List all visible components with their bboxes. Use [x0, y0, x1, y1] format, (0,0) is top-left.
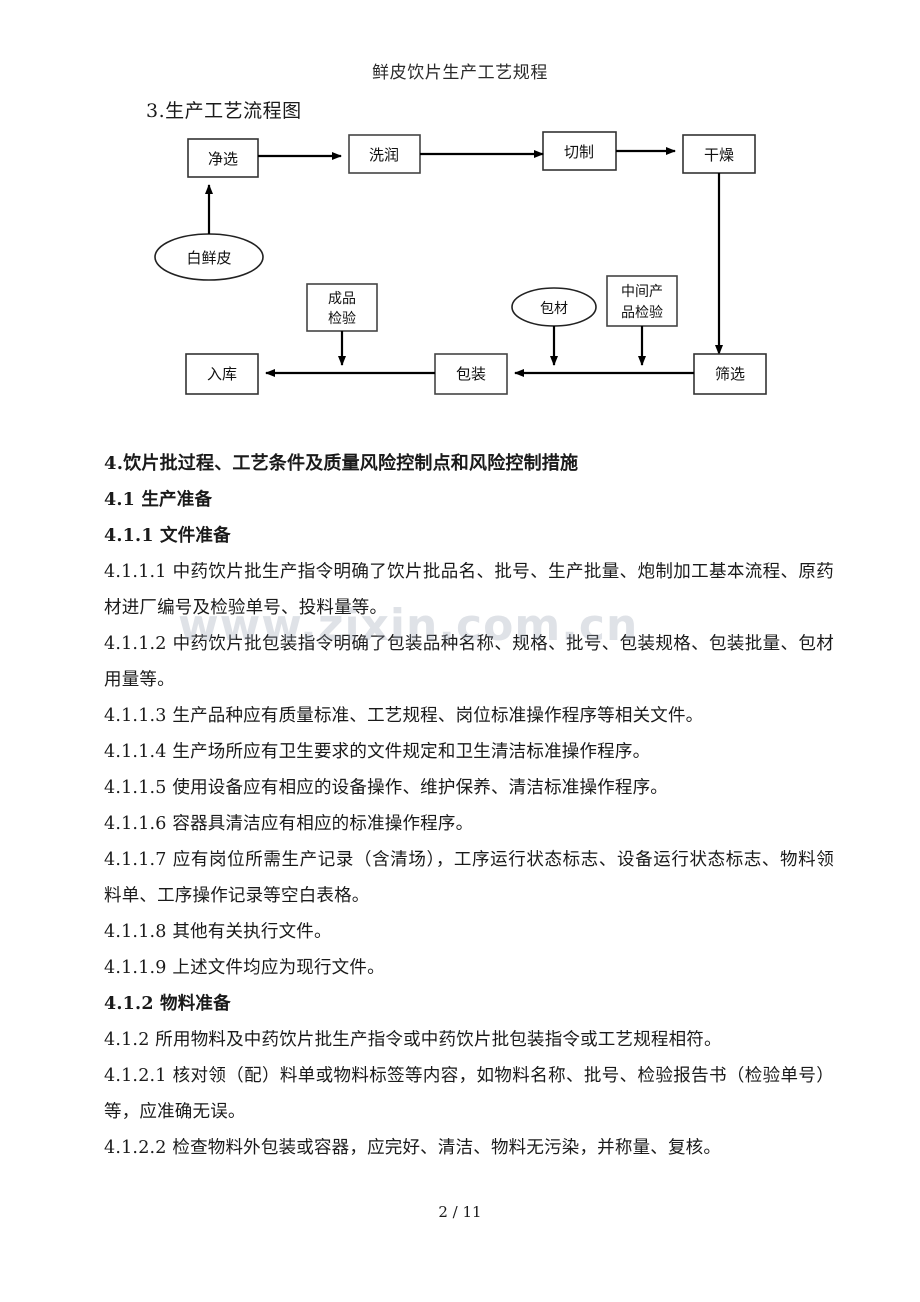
flow-node-chengpin-jianyan-label-line1: 成品 — [328, 291, 356, 307]
page-number-footer: 2 / 11 — [438, 1203, 482, 1221]
flow-node-qiezhi — [542, 131, 617, 171]
flow-node-baocai-label: 包材 — [540, 301, 568, 317]
flow-node-ruku — [185, 353, 259, 395]
flow-node-ganzao-label: 干燥 — [704, 146, 734, 164]
flow-node-qiezhi-label: 切制 — [564, 143, 594, 161]
paragraph-4-1-2: 4.1.2 所用物料及中药饮片批生产指令或中药饮片批包装指令或工艺规程相符。 — [104, 1030, 722, 1050]
paragraph-4-1-2-heading: 4.1.2 物料准备 — [104, 994, 231, 1014]
paragraph-4-1-1-3: 4.1.1.3 生产品种应有质量标准、工艺规程、岗位标准操作程序等相关文件。 — [104, 706, 704, 726]
paragraph-4-1: 4.1 生产准备 — [104, 490, 213, 510]
flow-node-shaixuan-label: 筛选 — [715, 365, 745, 383]
flow-node-chengpin-jianyan-label-line2: 检验 — [328, 311, 356, 327]
flow-node-zhongjian-jianyan-label-line2: 品检验 — [621, 305, 663, 321]
paragraph-4-1-1-5: 4.1.1.5 使用设备应有相应的设备操作、维护保养、清洁标准操作程序。 — [104, 778, 668, 798]
flow-node-chengpin-jianyan — [306, 283, 378, 332]
paragraph-4-1-1-4: 4.1.1.4 生产场所应有卫生要求的文件规定和卫生清洁标准操作程序。 — [104, 742, 651, 762]
paragraph-4: 4.饮片批过程、工艺条件及质量风险控制点和风险控制措施 — [104, 453, 579, 474]
flow-node-jingxuan-label: 净选 — [208, 150, 238, 168]
flow-node-xirun — [348, 134, 421, 174]
flow-node-zhongjian-jianyan — [606, 275, 678, 327]
paragraph-4-1-1-6: 4.1.1.6 容器具清洁应有相应的标准操作程序。 — [104, 814, 474, 834]
paragraph-4-1-1: 4.1.1 文件准备 — [104, 526, 231, 546]
production-process-flowchart: 净选 洗润 切制 干燥 白鲜皮 成品 检验 — [0, 124, 920, 404]
section-heading-flowchart: 3.生产工艺流程图 — [146, 100, 302, 122]
document-header-title: 鲜皮饮片生产工艺规程 — [372, 63, 548, 83]
paragraph-4-1-1-8: 4.1.1.8 其他有关执行文件。 — [104, 922, 332, 942]
flow-node-baixianpi-label: 白鲜皮 — [186, 249, 231, 267]
flow-node-zhongjian-jianyan-label-line1: 中间产 — [621, 284, 663, 300]
flow-node-baozhuang-label: 包装 — [456, 365, 486, 383]
flow-node-xirun-label: 洗润 — [369, 146, 399, 164]
flow-node-jingxuan — [187, 138, 259, 178]
paragraph-4-1-2-2: 4.1.2.2 检查物料外包装或容器，应完好、清洁、物料无污染，并称量、复核。 — [104, 1138, 722, 1158]
document-body: 4.饮片批过程、工艺条件及质量风险控制点和风险控制措施 4.1 生产准备 4.1… — [104, 446, 834, 1166]
flow-node-shaixuan — [693, 353, 767, 395]
paragraph-4-1-1-1: 4.1.1.1 中药饮片批生产指令明确了饮片批品名、批号、生产批量、炮制加工基本… — [104, 562, 834, 618]
paragraph-4-1-1-2: 4.1.1.2 中药饮片批包装指令明确了包装品种名称、规格、批号、包装规格、包装… — [104, 634, 834, 690]
flow-node-ruku-label: 入库 — [207, 365, 237, 383]
paragraph-4-1-1-7: 4.1.1.7 应有岗位所需生产记录（含清场），工序运行状态标志、设备运行状态标… — [104, 850, 834, 906]
paragraph-4-1-1-9: 4.1.1.9 上述文件均应为现行文件。 — [104, 958, 385, 978]
paragraph-4-1-2-1: 4.1.2.1 核对领（配）料单或物料标签等内容，如物料名称、批号、检验报告书（… — [104, 1066, 834, 1122]
